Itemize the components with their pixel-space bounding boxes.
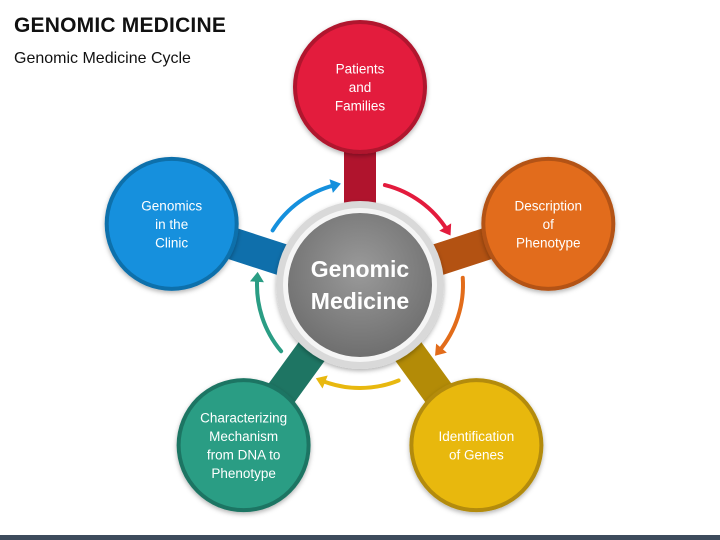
node-label-line: in the — [155, 217, 188, 232]
center-label-line: Medicine — [311, 288, 409, 314]
node-label-line: Description — [515, 198, 583, 213]
node-label-line: and — [349, 80, 372, 95]
node-characterizing-mechanism — [176, 378, 311, 513]
node-genomics-in-the-clinic — [104, 156, 239, 291]
cycle-arrow-head-3 — [315, 375, 328, 389]
node-label-line: Genomics — [141, 198, 202, 213]
node-circle — [180, 382, 307, 509]
cycle-arrow-3 — [319, 378, 401, 390]
node-label-line: Patients — [336, 62, 385, 77]
node-label-line: Identification — [438, 429, 514, 444]
node-label-line: from DNA to — [207, 447, 281, 462]
center-label-line: Genomic — [311, 256, 410, 282]
node-label-line: Mechanism — [209, 429, 278, 444]
node-label-line: Clinic — [155, 235, 188, 250]
arrows-layer — [249, 179, 465, 390]
node-circle — [485, 160, 612, 287]
cycle-arrow-1 — [382, 183, 450, 233]
node-circle — [413, 382, 540, 509]
node-identification-of-genes — [409, 378, 544, 513]
cycle-arrow-5 — [270, 183, 338, 233]
node-label-line: Phenotype — [516, 235, 581, 250]
cycle-arrow-head-1 — [439, 223, 452, 236]
node-label-line: of Genes — [449, 447, 504, 462]
cycle-arrow-2 — [436, 275, 465, 354]
node-circle — [297, 24, 423, 150]
node-label-line: of — [543, 217, 555, 232]
node-patients-and-families — [293, 20, 427, 154]
node-description-of-phenotype — [481, 156, 616, 291]
cycle-arrow-head-4 — [249, 271, 264, 283]
page-subtitle: Genomic Medicine Cycle — [14, 50, 191, 67]
cycle-arrow-4 — [255, 275, 284, 354]
node-label-line: Phenotype — [211, 466, 276, 481]
page-title: GENOMIC MEDICINE — [14, 14, 227, 37]
cycle-arrow-head-2 — [435, 343, 447, 356]
bottom-bar — [0, 535, 720, 540]
cycle-arrow-head-5 — [329, 179, 341, 193]
center-circle — [288, 213, 432, 357]
node-label-line: Characterizing — [200, 410, 287, 425]
node-circle — [108, 160, 235, 287]
node-label-line: Families — [335, 99, 386, 114]
